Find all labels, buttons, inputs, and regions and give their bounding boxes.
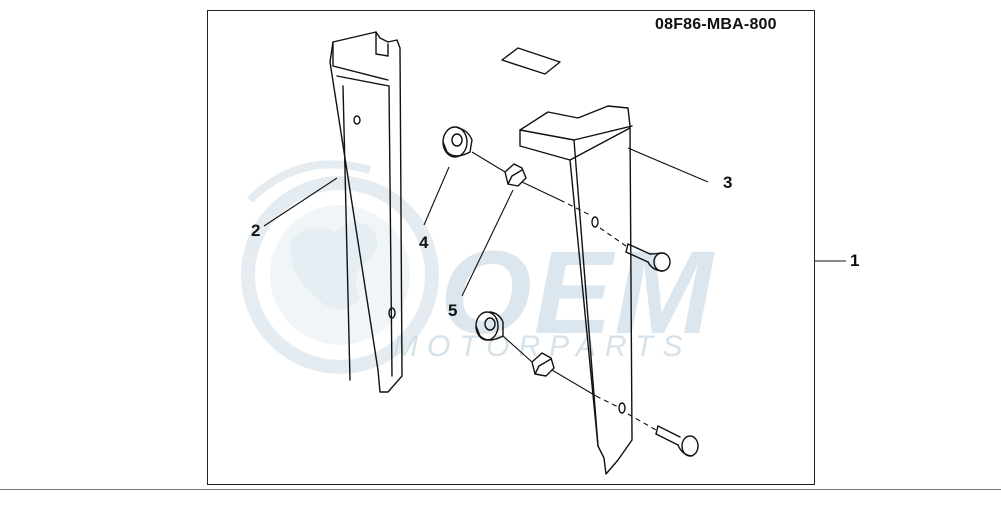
leader-lines bbox=[263, 147, 846, 297]
right-bracket bbox=[519, 105, 633, 475]
callout-1: 1 bbox=[850, 251, 860, 270]
left-bracket bbox=[329, 31, 403, 393]
decal-sheet bbox=[501, 47, 561, 75]
diagram-frame bbox=[207, 10, 815, 485]
watermark-globe-icon bbox=[241, 160, 439, 374]
callout-3: 3 bbox=[723, 173, 733, 192]
callout-4: 4 bbox=[419, 233, 429, 252]
rubber-grommet-upper bbox=[442, 126, 473, 158]
watermark-brand: OEM bbox=[440, 227, 715, 359]
part-number-label: 08F86-MBA-800 bbox=[655, 16, 777, 33]
callout-2: 2 bbox=[251, 221, 261, 240]
bolt-upper bbox=[625, 243, 671, 272]
callout-5: 5 bbox=[448, 301, 458, 320]
bolt-lower bbox=[655, 425, 699, 457]
assembly-guide-lines bbox=[471, 151, 657, 431]
bottom-divider bbox=[0, 489, 1001, 490]
collar-upper bbox=[504, 163, 527, 187]
collar-lower bbox=[531, 352, 555, 377]
